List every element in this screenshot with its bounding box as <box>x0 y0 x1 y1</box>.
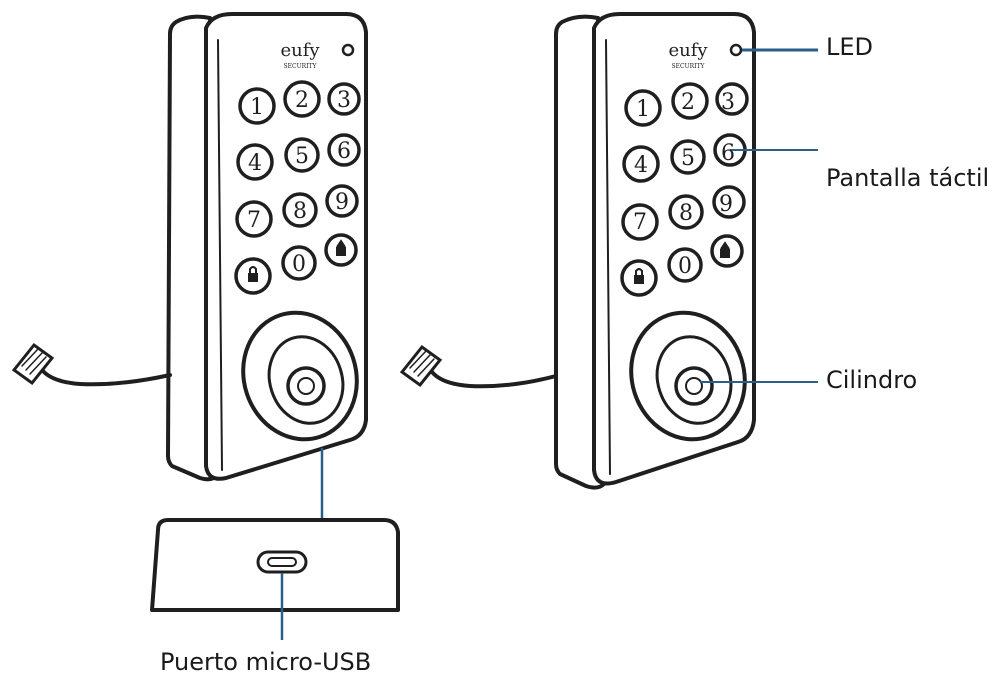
right-key-digit: 3 <box>721 90 735 115</box>
right-key-4 <box>622 145 660 183</box>
right-keypad-buttons <box>620 82 749 297</box>
right-brand-subtext: SECURITY <box>672 63 706 70</box>
right-key-0 <box>667 247 703 283</box>
usb-port-inner <box>267 557 297 567</box>
left-cable-wire <box>40 368 172 387</box>
usb-adapter-box <box>150 518 400 612</box>
right-key-1 <box>624 89 662 127</box>
right-led-dot <box>729 43 743 57</box>
led-label: LED <box>826 33 874 61</box>
left-unlock-icon <box>336 247 346 256</box>
right-keypad-device <box>554 12 756 490</box>
right-key-digit: 1 <box>636 97 650 122</box>
left-cable-connector <box>11 342 55 386</box>
left-key-0 <box>281 245 317 281</box>
left-key-digit: 7 <box>247 208 261 233</box>
right-key-labels: 1 2 3 4 5 6 7 8 9 0 <box>633 90 735 284</box>
right-key-digit: 9 <box>719 192 733 217</box>
left-key-digit: 2 <box>295 88 309 113</box>
right-cable-connector-pins <box>409 350 435 377</box>
right-key-5 <box>670 139 706 175</box>
left-key-digit: 9 <box>335 190 349 215</box>
right-key-digit: 0 <box>678 254 692 279</box>
right-key-digit: 4 <box>634 153 648 178</box>
left-key-digit: 6 <box>337 139 351 164</box>
right-key-digit: 2 <box>681 90 695 115</box>
left-led-dot <box>341 43 355 57</box>
right-key-digit: 5 <box>681 146 695 171</box>
left-lock-icon-top <box>249 266 257 273</box>
left-key-6 <box>327 133 361 167</box>
left-key-3 <box>327 82 361 116</box>
right-lock-icon <box>634 275 644 284</box>
left-brand-text: eufy <box>280 40 320 61</box>
micro-usb-label: Puerto micro-USB <box>160 648 372 676</box>
right-unlock-icon <box>720 249 730 258</box>
right-key-9 <box>712 185 746 219</box>
right-key-3 <box>715 82 749 116</box>
left-key-digit: 8 <box>293 199 307 224</box>
left-keypad-face-edge <box>217 39 223 471</box>
left-key-labels: 1 2 3 4 5 6 7 8 9 0 <box>247 88 351 282</box>
left-key-1 <box>238 87 276 125</box>
left-cable-connector-pins <box>21 348 47 375</box>
left-key-7 <box>235 200 273 238</box>
left-key-4 <box>236 143 274 181</box>
right-key-digit: 8 <box>679 201 693 226</box>
left-key-digit: 5 <box>295 144 309 169</box>
left-key-digit: 4 <box>248 151 262 176</box>
right-key-8 <box>668 194 704 230</box>
cylinder-label: Cilindro <box>826 366 918 394</box>
right-cable <box>399 344 558 389</box>
left-key-digit: 0 <box>292 252 306 277</box>
right-key-digit: 7 <box>633 210 647 235</box>
left-key-9 <box>325 184 359 218</box>
left-key-2 <box>283 80 321 118</box>
right-brand-text: eufy <box>668 40 708 61</box>
right-cylinder-keyhole <box>685 377 703 395</box>
left-keypad-device <box>166 12 368 482</box>
left-brand-subtext: SECURITY <box>284 63 318 70</box>
left-cylinder-keyhole <box>297 377 315 395</box>
left-unlock-icon-top <box>336 239 346 248</box>
left-cable <box>11 342 172 387</box>
right-cable-wire <box>430 370 558 389</box>
left-key-digit: 1 <box>250 95 264 120</box>
right-keypad-face-edge <box>605 39 611 475</box>
right-lock-icon-top <box>635 268 643 275</box>
right-key-2 <box>671 82 709 120</box>
touch-screen-label: Pantalla táctil <box>826 164 990 192</box>
right-cable-connector <box>399 344 443 388</box>
left-key-5 <box>284 137 320 173</box>
left-keypad-buttons <box>234 80 361 295</box>
right-key-digit: 6 <box>721 141 735 166</box>
left-key-digit: 3 <box>337 88 351 113</box>
left-lock-icon <box>248 273 258 282</box>
right-key-7 <box>621 203 659 241</box>
right-unlock-icon-top <box>720 241 730 250</box>
left-key-8 <box>282 192 318 228</box>
